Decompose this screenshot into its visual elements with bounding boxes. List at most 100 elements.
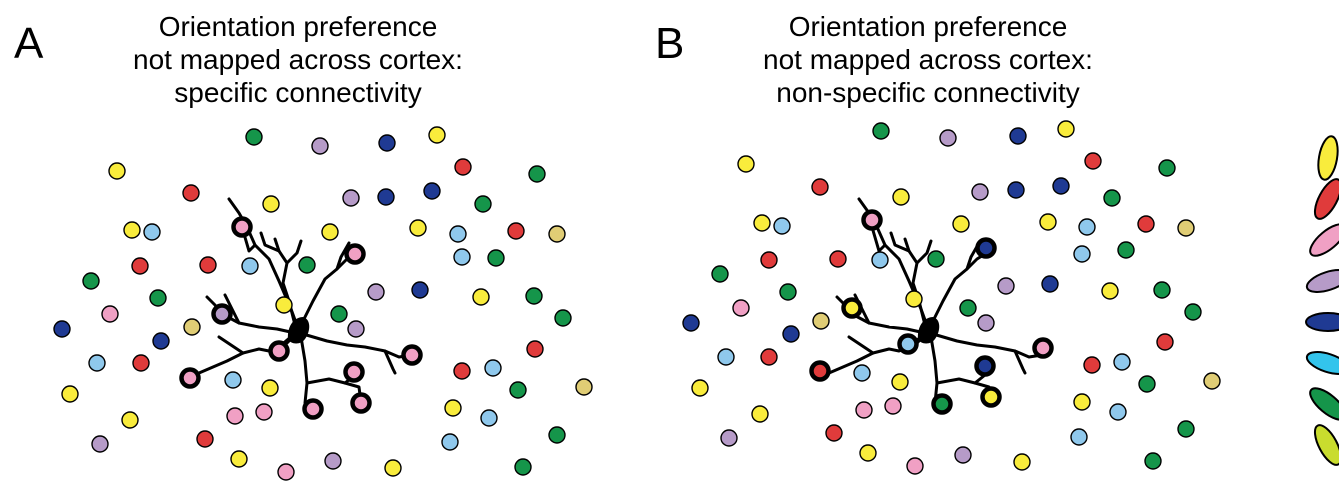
neuron-dot bbox=[255, 403, 273, 421]
neuron-dot bbox=[959, 299, 977, 317]
neuron-dot bbox=[732, 299, 750, 317]
neuron-dot bbox=[1073, 245, 1091, 263]
connected-neuron bbox=[231, 216, 253, 238]
neuron-dot bbox=[1078, 218, 1096, 236]
neuron-dot bbox=[773, 217, 791, 235]
panel-a-title-line-3: specific connectivity bbox=[174, 77, 422, 108]
connected-neuron bbox=[861, 209, 883, 231]
panel-label-b: B bbox=[655, 19, 685, 68]
neuron-dot bbox=[891, 373, 909, 391]
neuron-dot bbox=[753, 214, 771, 232]
neuron-dot bbox=[121, 411, 139, 429]
neuron-dot bbox=[526, 340, 544, 358]
connected-neuron bbox=[974, 355, 996, 377]
neuron-dot bbox=[1203, 372, 1221, 390]
neuron-dot bbox=[514, 458, 532, 476]
neuron-dot bbox=[855, 401, 873, 419]
neuron-dot bbox=[182, 184, 200, 202]
neuron-dot bbox=[682, 314, 700, 332]
neuron-dot bbox=[952, 215, 970, 233]
dendrite-branch bbox=[850, 312, 927, 335]
neuron-dot bbox=[906, 457, 924, 475]
neuron-dot bbox=[1041, 275, 1059, 293]
neuron-dot bbox=[509, 381, 527, 399]
neuron-dot bbox=[377, 188, 395, 206]
neuron-dot bbox=[829, 250, 847, 268]
neuron-dot bbox=[484, 359, 502, 377]
neuron-dot bbox=[384, 459, 402, 477]
panel-b-title-line-2: not mapped across cortex: bbox=[763, 44, 1093, 75]
neuron-dot bbox=[691, 379, 709, 397]
neuron-dot bbox=[1144, 452, 1162, 470]
neuron-dot bbox=[1138, 375, 1156, 393]
neuron-dot bbox=[324, 452, 342, 470]
neuron-dot bbox=[101, 305, 119, 323]
connected-neuron bbox=[350, 392, 372, 414]
cell-body bbox=[917, 317, 940, 344]
connected-neuron bbox=[211, 303, 233, 325]
neuron-dot bbox=[884, 397, 902, 415]
neuron-dot bbox=[954, 446, 972, 464]
neuron-dot bbox=[61, 385, 79, 403]
neuron-dot bbox=[1177, 420, 1195, 438]
connected-neuron bbox=[980, 386, 1002, 408]
neuron-dot bbox=[453, 362, 471, 380]
neuron-dot bbox=[226, 407, 244, 425]
neuron-dot bbox=[444, 399, 462, 417]
orientation-ellipse bbox=[1305, 312, 1339, 332]
dendrite-branch bbox=[299, 335, 315, 411]
neuron-dot bbox=[737, 155, 755, 173]
neuron-dot bbox=[480, 409, 498, 427]
panel-b-title-line-1: Orientation preference bbox=[788, 11, 1068, 42]
neuron-dot bbox=[441, 433, 459, 451]
connected-neuron bbox=[841, 297, 863, 319]
connected-neuron bbox=[1032, 337, 1054, 359]
neuron-dot bbox=[1052, 177, 1070, 195]
neuron-dot bbox=[859, 444, 877, 462]
neuron-dot bbox=[453, 248, 471, 266]
dendrite-branch bbox=[847, 335, 875, 355]
neuron-dot bbox=[1184, 303, 1202, 321]
neuron-dot bbox=[196, 430, 214, 448]
neuron-dot bbox=[298, 256, 316, 274]
neuron-dot bbox=[409, 219, 427, 237]
orientation-ellipse bbox=[1305, 351, 1339, 375]
dendrite-branch bbox=[220, 312, 297, 335]
neuron-dot bbox=[245, 128, 263, 146]
panel-a-title-line-1: Orientation preference bbox=[158, 11, 438, 42]
neuron-dot bbox=[525, 287, 543, 305]
neuron-dot bbox=[1101, 282, 1119, 300]
neuron-dot bbox=[997, 277, 1015, 295]
neuron-dot bbox=[275, 296, 293, 314]
neuron-dot bbox=[132, 354, 150, 372]
neuron-dot bbox=[428, 126, 446, 144]
neuron-dot bbox=[378, 134, 396, 152]
neuron-dot bbox=[449, 225, 467, 243]
neuron-dots-a bbox=[53, 126, 593, 481]
dendrite-branch bbox=[383, 349, 397, 375]
neuron-dot bbox=[53, 320, 71, 338]
dendrite-branch bbox=[915, 239, 933, 265]
neuron-dot bbox=[183, 318, 201, 336]
neuron-dot bbox=[131, 257, 149, 275]
connected-neuron bbox=[931, 393, 953, 415]
neuron-dot bbox=[717, 348, 735, 366]
neuron-dot bbox=[1156, 333, 1174, 351]
neuron-dot bbox=[812, 312, 830, 330]
neuron-dot bbox=[1039, 213, 1057, 231]
neuron-dot bbox=[853, 364, 871, 382]
neuron-dot bbox=[454, 158, 472, 176]
neuron-dot bbox=[367, 283, 385, 301]
neuron-dot bbox=[1153, 281, 1171, 299]
neuron-dot bbox=[760, 348, 778, 366]
neuron-dot bbox=[82, 272, 100, 290]
connected-neuron bbox=[809, 360, 831, 382]
dendrite-branch bbox=[929, 252, 987, 327]
orientation-ellipse bbox=[1313, 178, 1339, 220]
neuron-dot bbox=[423, 182, 441, 200]
neuron-dot bbox=[277, 463, 295, 481]
neuron-dot bbox=[548, 225, 566, 243]
connected-neuron bbox=[179, 367, 201, 389]
neuron-dot bbox=[1007, 181, 1025, 199]
orientation-ellipse bbox=[1309, 223, 1339, 257]
